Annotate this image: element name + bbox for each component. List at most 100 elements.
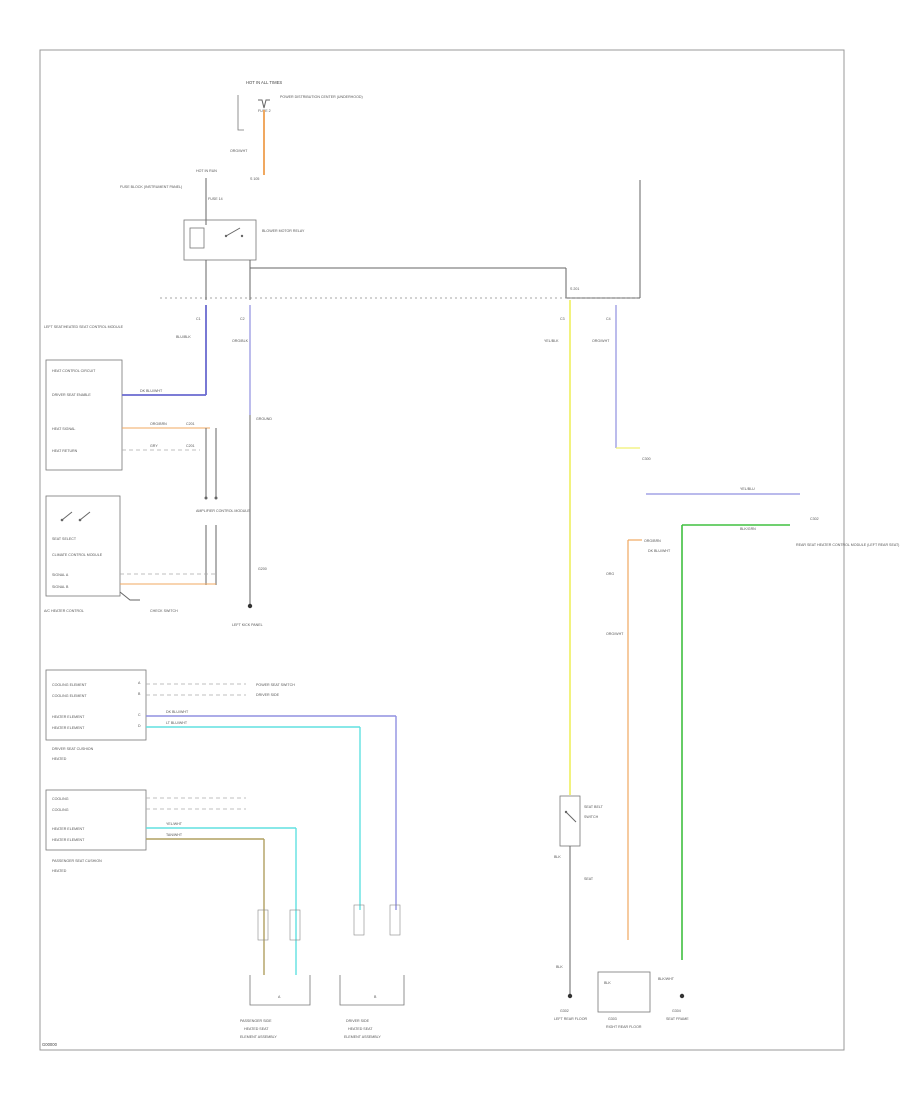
pass-seat-label: PASSENGER SEAT CUSHION <box>52 859 102 863</box>
pin-a: A <box>138 681 141 685</box>
gnd2-desc: RIGHT REAR FLOOR <box>606 1025 642 1029</box>
sig-b-label: SIGNAL B <box>52 585 69 589</box>
wire-c1: BLU/BLK <box>176 335 191 339</box>
hvac-module-label: LEFT SEAT/HEATED SEAT CONTROL MODULE <box>44 325 124 329</box>
right-misc: SEAT <box>584 877 594 881</box>
conn-c1: C1 <box>196 317 201 321</box>
ground-left: G200 <box>258 567 267 571</box>
hvac-ctrl-label: A/C HEATER CONTROL <box>44 609 84 613</box>
pass-blk1: COOLING <box>52 797 69 801</box>
bottom-left2: HEATED SEAT <box>244 1027 269 1031</box>
pass-blk3: HEATER ELEMENT <box>52 827 85 831</box>
module-pin2: HEAT SIGNAL <box>52 427 75 431</box>
fuse-desc: POWER DISTRIBUTION CENTER (UNDERHOOD) <box>280 95 363 99</box>
hot-label: HOT IN ALL TIMES <box>246 80 282 85</box>
splice-top: S 105 <box>250 177 259 181</box>
drv-seat-label: DRIVER SEAT CUSHION <box>52 747 94 751</box>
climate-label: CLIMATE CONTROL MODULE <box>52 553 103 557</box>
ignition-label: HOT IN RUN <box>196 169 217 173</box>
pin-b: B <box>138 692 141 696</box>
ign-desc: FUSE BLOCK (INSTRUMENT PANEL) <box>120 185 182 189</box>
drv-blk2: COOLING ELEMENT <box>52 694 87 698</box>
mid-ground: GROUND G200 LEFT KICK PANEL <box>232 415 272 627</box>
pwr-seat3: SEAT BELT <box>584 805 604 809</box>
power-source-group: HOT IN ALL TIMES FUSE 2 POWER DISTRIBUTI… <box>230 80 363 181</box>
conn-c3: C3 <box>560 317 565 321</box>
ignition-group: HOT IN RUN FUSE 14 FUSE BLOCK (INSTRUMEN… <box>120 169 223 225</box>
relay-label: BLOWER MOTOR RELAY <box>262 229 305 233</box>
right-wire3: ORG/BRN <box>644 539 661 543</box>
ground-mid: GROUND <box>256 417 272 421</box>
check-sw-label: CHECK SWITCH <box>150 609 178 613</box>
splice-right: S 201 <box>570 287 579 291</box>
bottom-left1: PASSENGER SIDE <box>240 1019 272 1023</box>
bottom-left3: ELEMENT ASSEMBLY <box>240 1035 277 1039</box>
gnd2: G303 <box>608 1017 617 1021</box>
wire-ylw-label: YEL/WHT <box>166 822 183 826</box>
wire-lblu-label: LT BLU/WHT <box>166 721 188 725</box>
diagram-id: G00000 <box>42 1042 58 1047</box>
right-wire2: DK BLU/WHT <box>648 549 671 553</box>
gnd3-desc: SEAT FRAME <box>666 1017 689 1021</box>
drv-blk3: HEATER ELEMENT <box>52 715 85 719</box>
right-wire4: BLK/GRN <box>740 527 756 531</box>
module-pin3: HEAT RETURN <box>52 449 78 453</box>
right-module: REAR SEAT HEATER CONTROL MODULE (LEFT RE… <box>796 543 899 547</box>
wire-p3: GRY <box>150 444 158 448</box>
drv-seat2-label: HEATED <box>52 757 67 761</box>
drv-blk1: COOLING ELEMENT <box>52 683 87 687</box>
pin-c: C <box>138 713 141 717</box>
pass-blk2: COOLING <box>52 808 69 812</box>
right-conn2: C302 <box>810 517 819 521</box>
right-conn-label: C300 <box>642 457 651 461</box>
bottom-connectors: A B PASSENGER SIDE HEATED SEAT ELEMENT A… <box>240 904 405 1039</box>
bottom-right1: DRIVER SIDE <box>346 1019 370 1023</box>
gnd1: G302 <box>560 1009 569 1013</box>
diagram-border <box>39 49 845 1051</box>
wire-p2b: C201 <box>186 422 195 426</box>
drv-blk4: HEATER ELEMENT <box>52 726 85 730</box>
bottom-right2: HEATED SEAT <box>348 1027 373 1031</box>
hvac-module: LEFT SEAT/HEATED SEAT CONTROL MODULE HEA… <box>44 325 210 471</box>
conn-c4: C4 <box>606 317 611 321</box>
rear-seat-group: YEL/BLU C302 BLK/GRN ORG/BRN DK BLU/WHT … <box>606 487 899 960</box>
right-grounds: BLK G302 LEFT REAR FLOOR BLK G303 RIGHT … <box>554 965 689 1029</box>
passenger-seat-group: COOLING COOLING HEATER ELEMENT HEATER EL… <box>45 789 297 975</box>
amp-group: AMPLIFIER CONTROL MODULE <box>196 428 250 585</box>
sw-org2: ORG/WHT <box>606 632 624 636</box>
wire-c3: YEL/BLK <box>544 339 559 343</box>
main-bus: S 201 <box>160 180 641 299</box>
driver-seat-group: COOLING ELEMENT COOLING ELEMENT HEATER E… <box>45 669 397 910</box>
pwr-seat-label: POWER SEAT SWITCH <box>256 683 295 687</box>
fuse-ign-label: FUSE 14 <box>208 197 223 201</box>
pwr-seat2-label: DRIVER SIDE <box>256 693 280 697</box>
pwr-seat4: SWITCH <box>584 815 599 819</box>
bottom-right3: ELEMENT ASSEMBLY <box>344 1035 381 1039</box>
wire-c2: ORG/BLK <box>232 339 249 343</box>
pass-blk4: HEATER ELEMENT <box>52 838 85 842</box>
wire-p2: ORG/BRN <box>150 422 167 426</box>
amp-label: AMPLIFIER CONTROL MODULE <box>196 509 250 513</box>
wire-p1: DK BLU/WHT <box>140 389 163 393</box>
sw-blk: BLK <box>554 855 561 859</box>
wire-tan-label: TAN/WHT <box>166 833 183 837</box>
wire-p3b: C201 <box>186 444 195 448</box>
gnd3: G304 <box>672 1009 681 1013</box>
blower-relay: BLOWER MOTOR RELAY <box>183 219 305 261</box>
gnd1-desc: LEFT REAR FLOOR <box>554 1017 587 1021</box>
right-wire1: YEL/BLU <box>740 487 755 491</box>
sig-a-label: SIGNAL A <box>52 573 69 577</box>
pin-d: D <box>138 724 141 728</box>
ground-left-desc: LEFT KICK PANEL <box>232 623 263 627</box>
climate-module: SEAT SELECT CLIMATE CONTROL MODULE SIGNA… <box>44 495 216 613</box>
sw-blk2: BLK <box>556 965 563 969</box>
left-feeds: C1 C2 BLU/BLK ORG/BLK <box>176 260 251 415</box>
heat-control-label: HEAT CONTROL CIRCUIT <box>52 369 96 373</box>
pass-pin: B <box>374 995 377 999</box>
wire-top-label: ORG/WHT <box>230 149 248 153</box>
pin-letters: A B C D <box>138 681 141 728</box>
right-feeds: C3 C4 YEL/BLK ORG/WHT C300 <box>544 300 651 795</box>
module-pin1: DRIVER SEAT ENABLE <box>52 393 91 397</box>
seatbelt-switch: SEAT BELT SWITCH BLK SEAT <box>554 795 604 995</box>
